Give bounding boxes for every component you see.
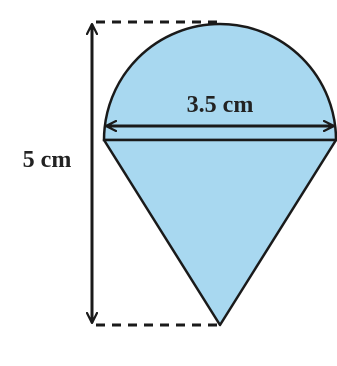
diameter-label: 3.5 cm: [187, 92, 254, 118]
height-label: 5 cm: [23, 147, 72, 173]
cone-bottom: [102, 138, 337, 327]
hemisphere-top: [102, 22, 337, 142]
